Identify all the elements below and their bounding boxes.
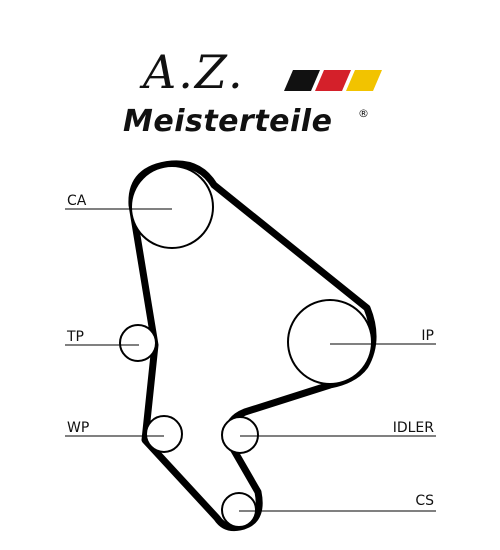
injection-pump-pulley [287,299,373,385]
label-wp: WP [67,420,89,436]
label-idler: IDLER [393,420,435,436]
label-ca: CA [67,193,87,209]
tensioner-pulley [119,324,157,362]
flag-stripe-gold [346,70,382,91]
flag-stripe-red [315,70,351,91]
label-tp: TP [66,329,84,345]
label-ip: IP [421,328,434,344]
crankshaft-pulley [221,492,257,528]
camshaft-pulley [130,165,214,249]
flag-stripes [284,70,382,91]
flag-stripe-black [284,70,320,91]
idler-pulley [221,416,259,454]
water-pump-pulley [145,415,183,453]
registered-mark: ® [358,107,369,120]
logo-monogram: A.Z. [139,45,245,99]
label-cs: CS [415,493,434,509]
brand-logo: A.Z. Meisterteile ® [123,45,382,138]
logo-brand-name: Meisterteile [123,104,332,138]
